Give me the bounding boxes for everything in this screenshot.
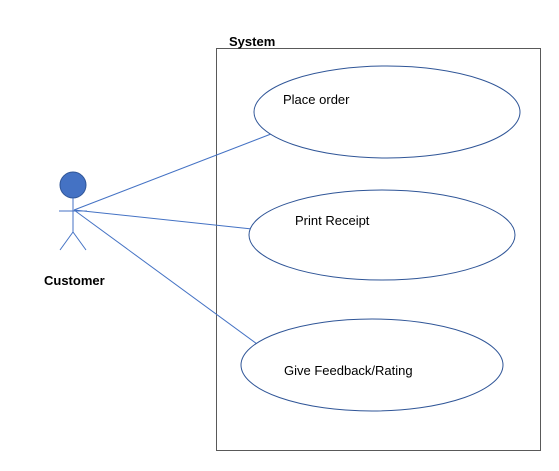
use-case-ellipse	[240, 318, 504, 412]
use-case-label: Print Receipt	[295, 213, 370, 228]
association-place-order	[73, 133, 272, 211]
association-give-feedback	[73, 209, 258, 345]
actor-label: Customer	[44, 273, 105, 288]
use-case-print-receipt: Print Receipt	[248, 189, 516, 281]
actor-left-leg	[59, 231, 74, 251]
use-case-ellipse	[253, 65, 521, 159]
actor-customer: Customer	[44, 171, 105, 288]
use-case-give-feedback: Give Feedback/Rating	[240, 318, 504, 412]
system-boundary: System	[216, 34, 541, 451]
system-boundary-box	[216, 48, 541, 451]
system-label: System	[229, 34, 275, 49]
association-print-receipt	[73, 209, 253, 230]
use-case-label: Give Feedback/Rating	[284, 363, 413, 378]
associations	[73, 133, 272, 345]
use-case-label: Place order	[283, 92, 350, 107]
actor-head	[59, 171, 87, 199]
use-case-ellipse	[248, 189, 516, 281]
actor-right-leg	[72, 231, 87, 251]
use-case-place-order: Place order	[253, 65, 521, 159]
